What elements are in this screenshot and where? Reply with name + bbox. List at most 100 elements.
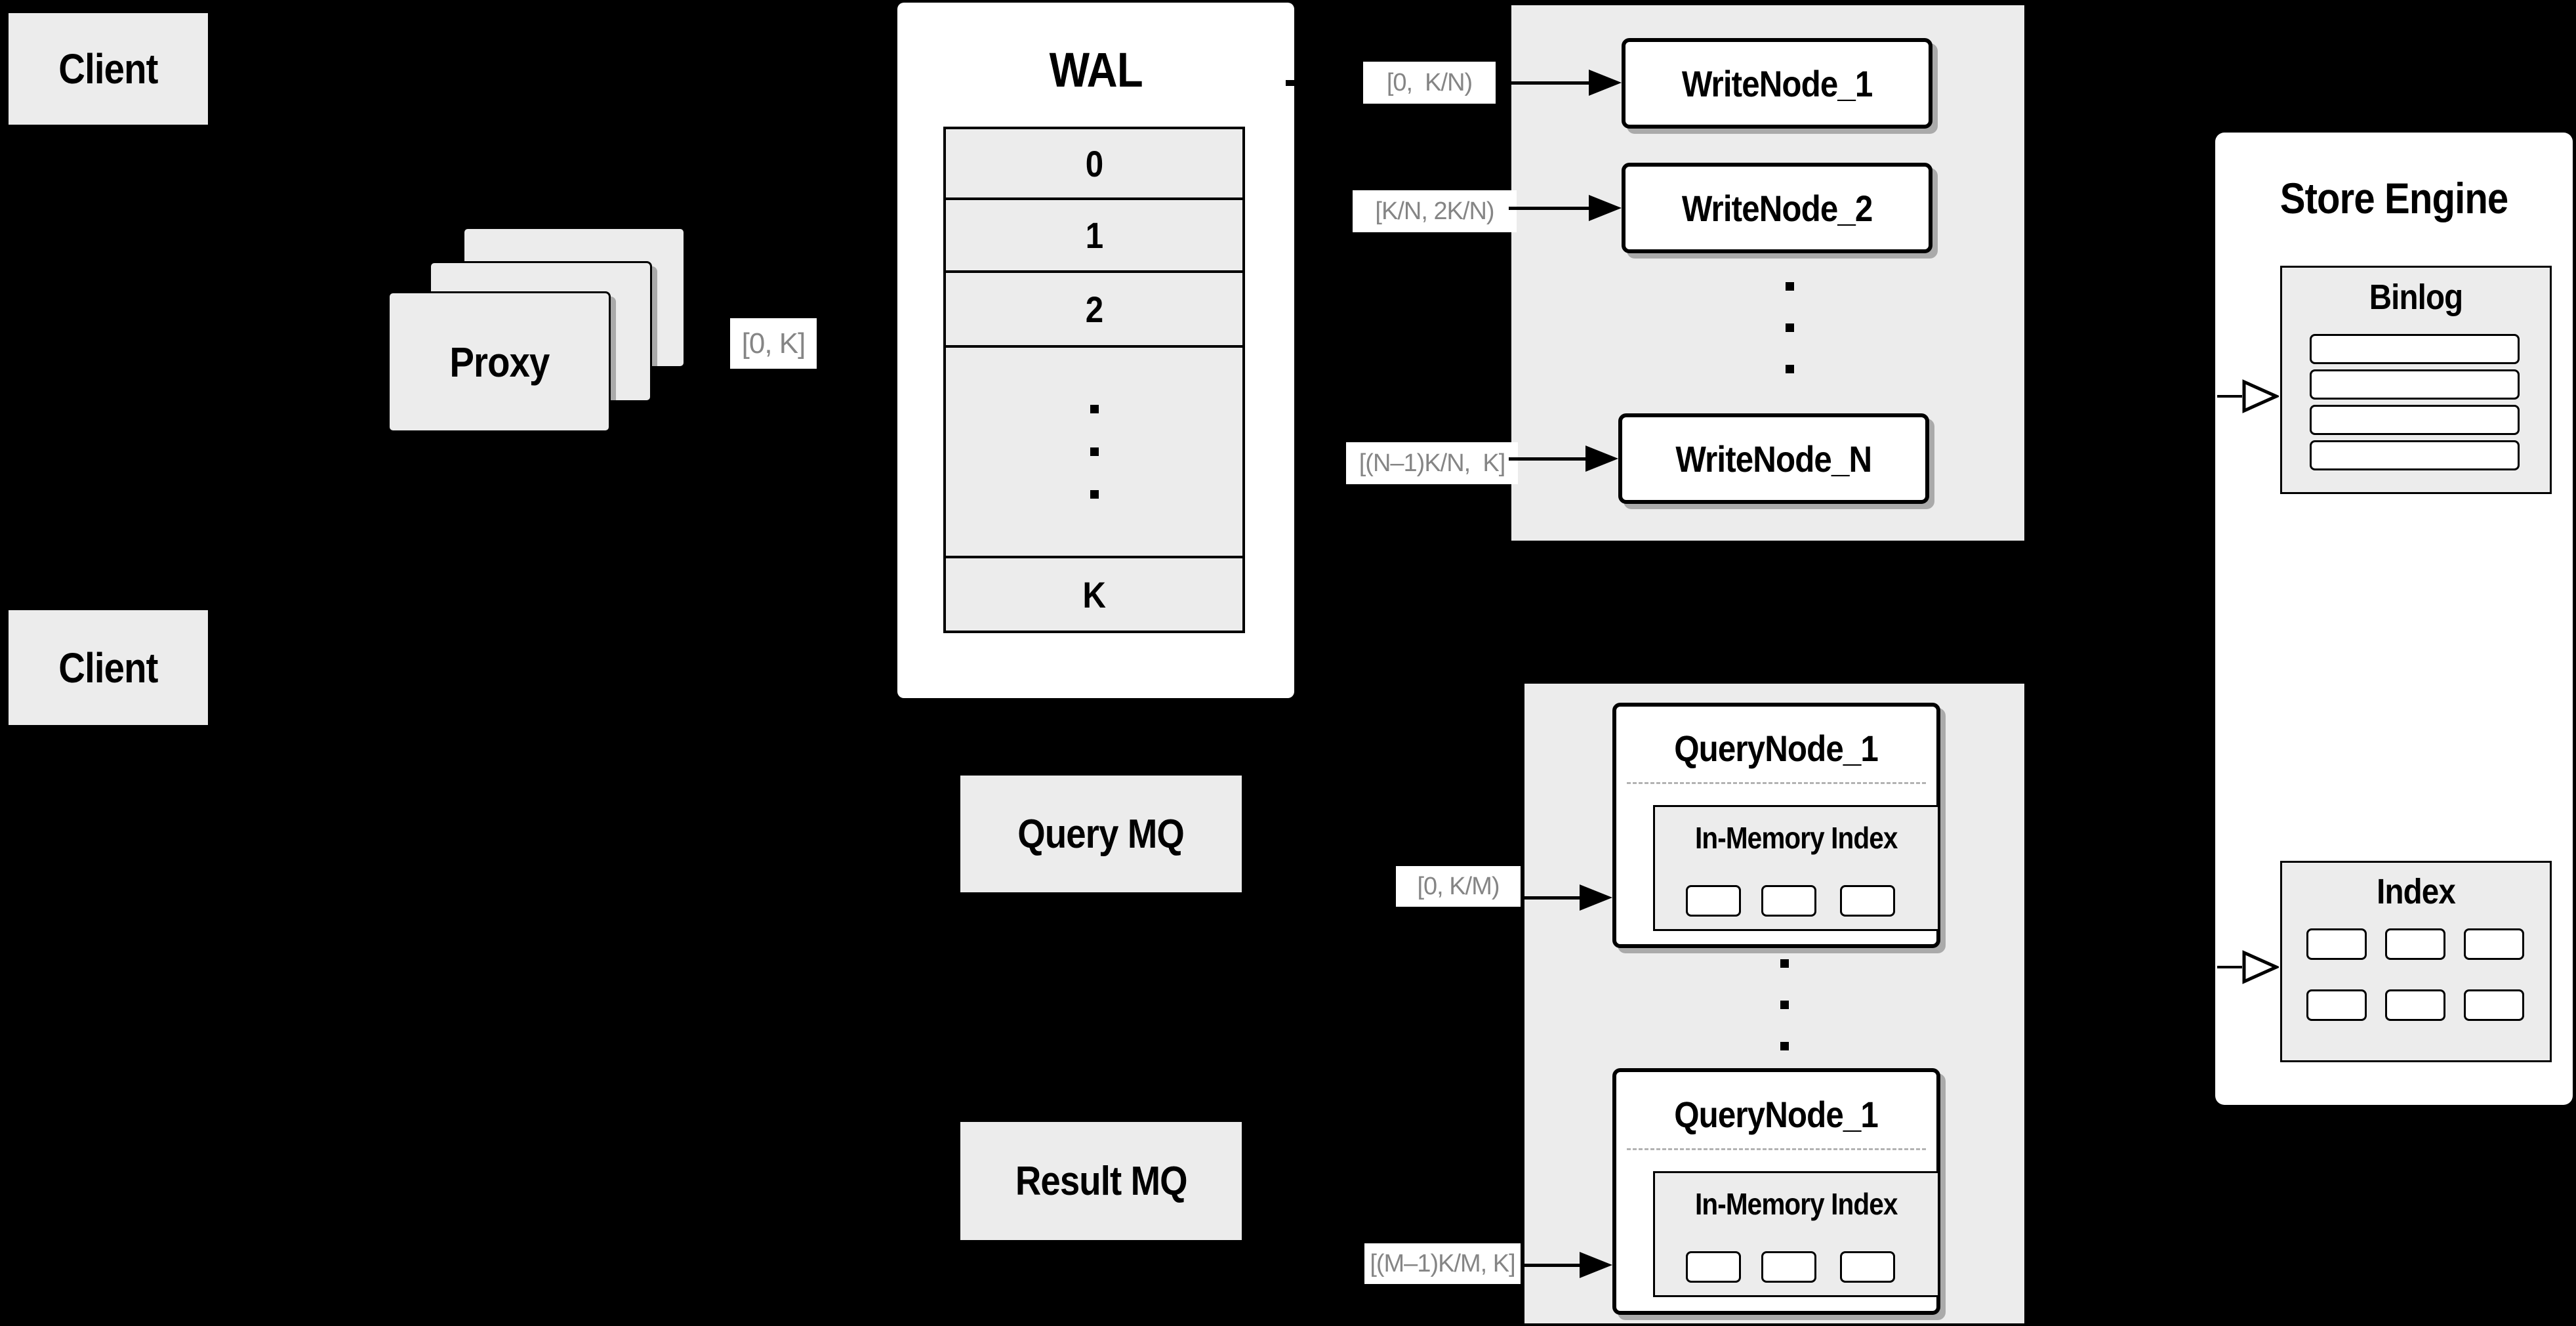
arrow-to-binlog (2217, 379, 2279, 413)
index-title-bar: Index (2280, 870, 2552, 913)
client-top-label: Client (58, 45, 158, 93)
arrow-to-writenode-2 (1509, 195, 1622, 221)
arrowhead-icon (1580, 884, 1612, 911)
dot-icon (1090, 447, 1099, 456)
in-memory-index-bottom-title-bar: In-Memory Index (1653, 1182, 1940, 1226)
arrowhead-icon (1589, 195, 1622, 221)
proxy-box-front: Proxy (388, 291, 611, 432)
arrow-shaft (1522, 896, 1580, 900)
range-label-proxy-wal: [0, K] (730, 318, 817, 369)
wal-row-k: K (943, 556, 1245, 633)
wal-row-1-label: 1 (1085, 215, 1103, 256)
binlog-row (2310, 334, 2520, 364)
client-bottom-label: Client (58, 644, 158, 692)
store-engine-title: Store Engine (2280, 174, 2509, 222)
write-node-n-box: WriteNode_N (1618, 413, 1929, 504)
index-title: Index (2377, 872, 2456, 911)
index-cell (2306, 989, 2367, 1021)
dot-icon (1090, 490, 1099, 499)
index-segment-cell (1840, 1251, 1895, 1283)
wal-row-2-label: 2 (1085, 288, 1103, 330)
query-node-bottom-divider (1627, 1148, 1926, 1150)
in-memory-index-top-label: In-Memory Index (1695, 821, 1898, 855)
dot-icon (1780, 1001, 1789, 1009)
index-box (2280, 861, 2552, 1062)
wal-title-bar: WAL (897, 39, 1294, 100)
hollow-arrowhead-icon (2242, 379, 2279, 413)
index-segment-cell (1761, 885, 1816, 917)
index-segment-cell (1686, 1251, 1741, 1283)
query-nodes-ellipsis (1780, 959, 1789, 1050)
dot-icon (1780, 959, 1789, 968)
arrow-to-querynode-top (1522, 884, 1612, 911)
ellipsis-dots-vertical (1090, 405, 1099, 499)
index-segment-cell (1761, 1251, 1816, 1283)
wal-row-ellipsis (943, 345, 1245, 558)
arrow-to-writenode-1 (1509, 70, 1622, 96)
dot-icon (1090, 405, 1099, 413)
wal-row-0: 0 (943, 127, 1245, 200)
query-mq-box: Query MQ (960, 776, 1242, 892)
index-segment-cell (1840, 885, 1895, 917)
range-label-writenode-n: [(N–1)K/N, K] (1346, 442, 1518, 484)
arrow-shaft (1522, 1263, 1580, 1267)
index-cell (2306, 928, 2367, 960)
range-label-writenode-2: [K/N, 2K/N) (1353, 190, 1517, 232)
in-memory-index-bottom-label: In-Memory Index (1695, 1187, 1898, 1221)
arrowhead-icon (1585, 445, 1618, 472)
arrowhead-icon (1589, 70, 1622, 96)
query-node-bottom-label: QueryNode_1 (1674, 1093, 1879, 1135)
query-node-top-label: QueryNode_1 (1674, 727, 1879, 769)
index-cell (2464, 989, 2524, 1021)
arrow-to-index (2217, 950, 2279, 984)
dot-icon (1780, 1042, 1789, 1050)
index-cell (2385, 928, 2445, 960)
in-memory-index-top-title-bar: In-Memory Index (1653, 816, 1940, 860)
binlog-row (2310, 369, 2520, 400)
arrow-to-writenode-n (1509, 445, 1618, 472)
arrow-shaft (2217, 966, 2242, 968)
range-label-querynode-top: [0, K/M) (1396, 866, 1521, 907)
binlog-title-bar: Binlog (2280, 276, 2552, 319)
write-node-1-label: WriteNode_1 (1681, 62, 1873, 104)
hollow-arrowhead-icon (2242, 950, 2279, 984)
range-label-writenode-1: [0, K/N) (1363, 62, 1496, 104)
dot-icon (1786, 282, 1794, 291)
wal-title: WAL (1049, 42, 1143, 97)
range-label-querynode-bottom: [(M–1)K/M, K] (1364, 1243, 1521, 1284)
query-node-top-title-bar: QueryNode_1 (1612, 720, 1940, 776)
write-node-2-label: WriteNode_2 (1681, 187, 1873, 229)
write-node-n-label: WriteNode_N (1675, 438, 1873, 480)
client-box-top: Client (9, 13, 208, 125)
binlog-row (2310, 405, 2520, 435)
index-cell (2464, 928, 2524, 960)
wal-row-k-label: K (1082, 573, 1107, 615)
write-node-2-box: WriteNode_2 (1622, 163, 1932, 253)
dot-icon (1786, 323, 1794, 332)
index-segment-cell (1686, 885, 1741, 917)
query-mq-label: Query MQ (1017, 811, 1185, 857)
wal-row-1: 1 (943, 197, 1245, 273)
arrow-shaft (1509, 457, 1585, 461)
write-node-1-box: WriteNode_1 (1622, 38, 1932, 129)
proxy-label: Proxy (449, 338, 550, 386)
arrow-to-querynode-bottom (1522, 1252, 1612, 1278)
binlog-row (2310, 440, 2520, 470)
arrow-shaft (1509, 206, 1589, 210)
wal-row-2: 2 (943, 270, 1245, 348)
binlog-title: Binlog (2369, 278, 2463, 317)
dot-icon (1786, 365, 1794, 373)
query-node-top-divider (1627, 782, 1926, 784)
client-box-bottom: Client (9, 610, 208, 725)
query-node-bottom-title-bar: QueryNode_1 (1612, 1087, 1940, 1142)
arrow-shaft (1509, 81, 1589, 85)
arrowhead-icon (1580, 1252, 1612, 1278)
result-mq-box: Result MQ (960, 1122, 1242, 1240)
index-cell (2385, 989, 2445, 1021)
wal-row-0-label: 0 (1085, 142, 1103, 184)
result-mq-label: Result MQ (1015, 1158, 1188, 1204)
store-engine-title-bar: Store Engine (2215, 167, 2573, 229)
wal-connector-stub (1286, 80, 1295, 86)
arrow-shaft (2217, 395, 2242, 398)
